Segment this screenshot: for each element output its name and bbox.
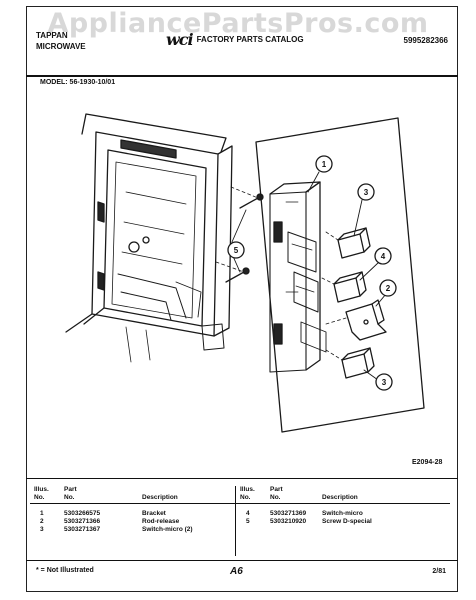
watermark: AppliancePartsPros.com [47,8,429,39]
header-illus-line2: No. [34,494,45,501]
callout-label-2: 2 [386,284,391,293]
header-part-line1: Part [64,486,77,493]
table-top-rule [26,478,458,479]
diagram-code: E2094-28 [412,459,443,466]
page-number: A6 [230,566,243,577]
header-illus-line1-r: Illus. [240,486,255,493]
row-5-part: 5303210920 [270,518,307,525]
row-5-desc: Screw D-special [322,518,372,525]
micro-switch-3-lower [325,347,375,379]
callout-4: 4 [374,247,392,265]
brand-line-1: TAPPAN [36,31,68,40]
row-4-part: 5303271369 [270,510,307,517]
exploded-diagram: 1 3 4 2 3 5 [26,92,458,477]
page-frame [26,6,458,592]
row-4-desc: Switch-micro [322,510,363,517]
publication-number: 5995282366 [403,36,449,45]
callout-5: 5 [227,241,245,259]
header-description-left: Description [142,494,178,501]
header-illus-left: Illus. No. [34,486,49,502]
callout-label-5: 5 [234,246,239,255]
header-illus-line1: Illus. [34,486,49,493]
micro-switch-4 [321,271,367,303]
revision-date: 2/81 [432,568,446,575]
callout-label-3-upper: 3 [364,188,369,197]
diagram-svg: 1 3 4 2 3 5 [65,113,425,433]
control-panel-box [255,117,425,433]
row-3-desc: Switch-micro (2) [142,526,193,533]
model-rule [26,75,458,77]
micro-switch-3-upper [325,227,371,259]
header-part-right: Part No. [270,486,283,502]
brand-line-2: MICROWAVE [36,42,86,51]
header-rule [30,503,450,504]
cabinet-frame [65,113,233,363]
callout-label-4: 4 [381,252,386,261]
row-1-illus: 1 [40,510,44,517]
row-1-desc: Bracket [142,510,166,517]
callout-label-1: 1 [322,160,327,169]
callout-3-upper: 3 [357,183,375,201]
callout-label-3-lower: 3 [382,378,387,387]
header-illus-line2-r: No. [240,494,251,501]
release-rod-2 [325,299,387,341]
row-2-illus: 2 [40,518,44,525]
catalog-title: FACTORY PARTS CATALOG [196,35,304,44]
not-illustrated-note: * = Not Illustrated [36,567,94,574]
column-divider [235,486,236,556]
model-number: MODEL: 56-1930-10/01 [40,79,116,86]
row-3-illus: 3 [40,526,44,533]
parts-table: Illus. No. Part No. Description Illus. N… [30,486,450,576]
row-1-part: 5303266575 [64,510,101,517]
callout-2: 2 [379,279,397,297]
header-part-line2-r: No. [270,494,281,501]
catalog-heading: wci FACTORY PARTS CATALOG [166,30,304,49]
header-part-left: Part No. [64,486,77,502]
header-description-right: Description [322,494,358,501]
row-5-illus: 5 [246,518,250,525]
footer-rule [26,560,458,561]
screws [215,186,264,283]
callout-1: 1 [315,155,333,173]
row-4-illus: 4 [246,510,250,517]
callout-3-lower: 3 [375,373,393,391]
wci-logo: wci [166,30,194,49]
row-3-part: 5303271367 [64,526,101,533]
leader-lines [231,171,387,381]
row-2-part: 5303271366 [64,518,101,525]
header-part-line1-r: Part [270,486,283,493]
header-part-line2: No. [64,494,75,501]
row-2-desc: Rod-release [142,518,180,525]
brand: TAPPAN MICROWAVE [36,30,86,52]
header-illus-right: Illus. No. [240,486,255,502]
